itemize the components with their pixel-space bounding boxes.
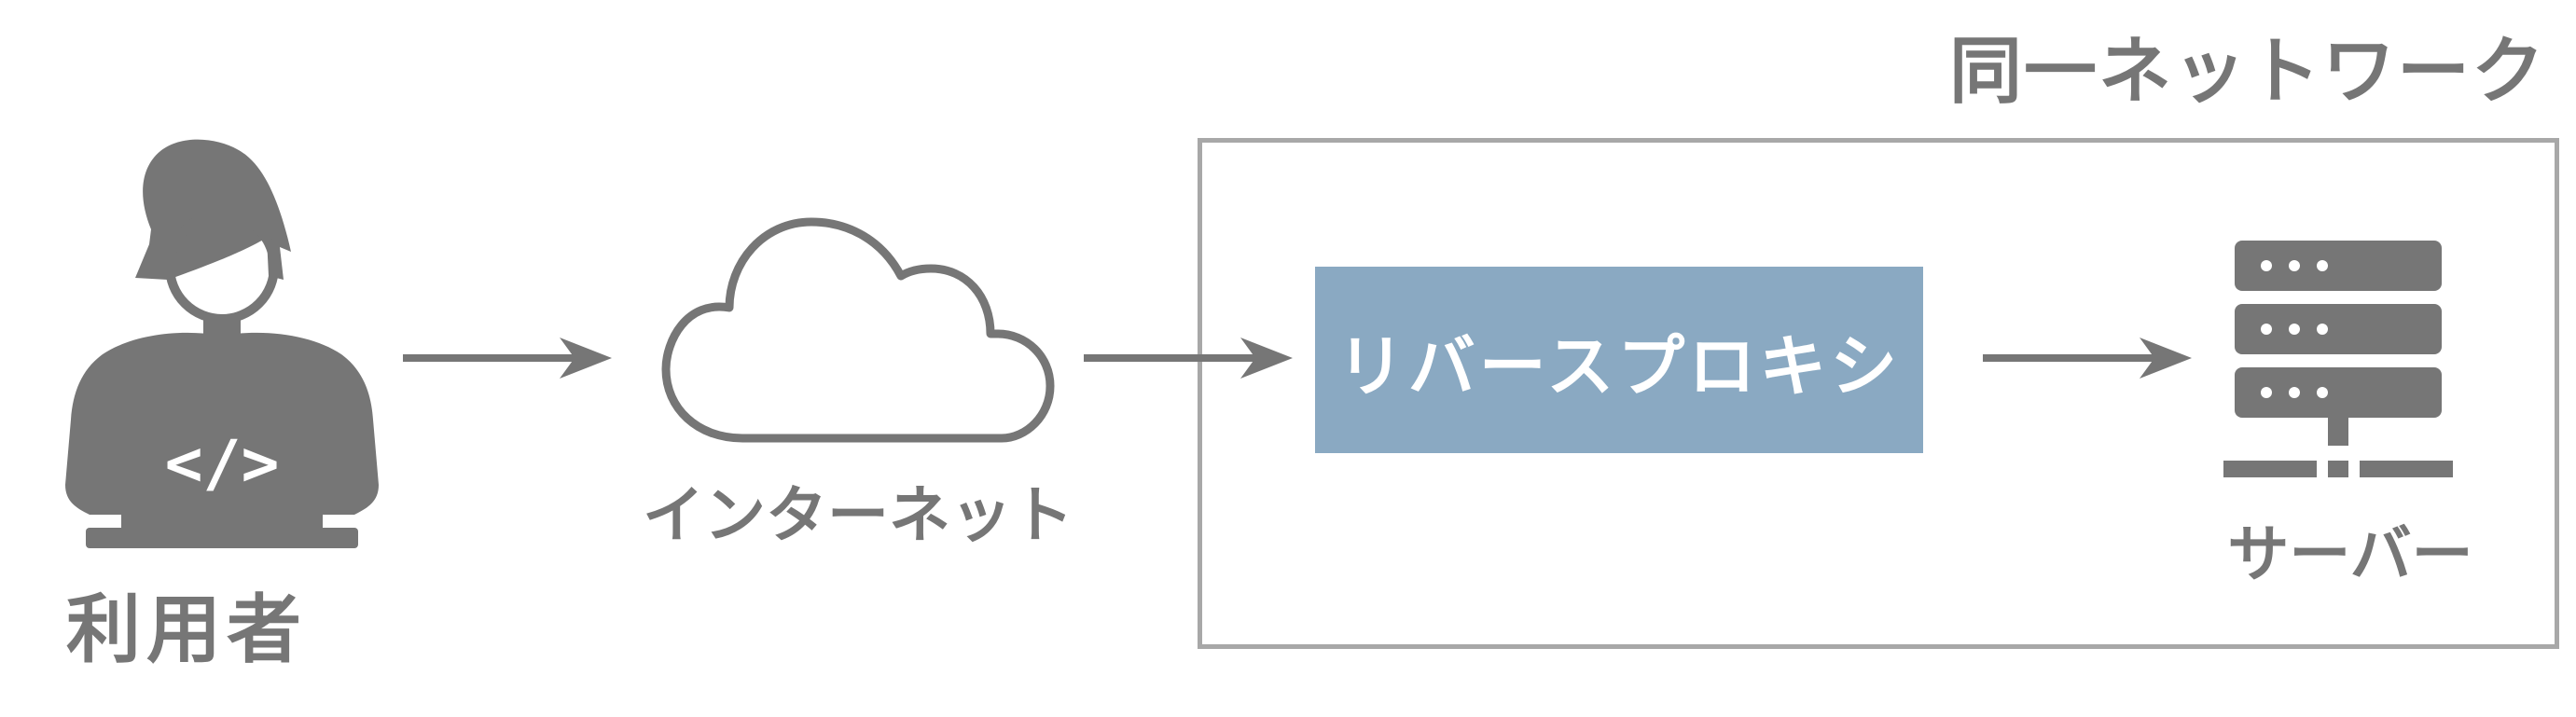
server-label: サーバー: [2227, 518, 2473, 590]
user-icon: [65, 139, 379, 548]
code-glyph: </>: [165, 427, 280, 501]
arrow-user-to-internet: [403, 338, 612, 379]
user-label: 利用者: [66, 586, 307, 673]
reverse-proxy-label: リバースプロキシ: [1336, 326, 1902, 406]
cloud-icon: [661, 217, 1055, 443]
server-icon: [2223, 241, 2453, 477]
same-network-label: 同一ネットワーク: [1948, 30, 2546, 114]
arrow-proxy-to-server: [1983, 338, 2192, 379]
reverse-proxy-node: リバースプロキシ: [1315, 267, 1923, 453]
internet-label: インターネット: [643, 479, 1073, 551]
arrow-internet-to-proxy: [1084, 338, 1293, 379]
same-network-frame: [1198, 138, 2559, 649]
